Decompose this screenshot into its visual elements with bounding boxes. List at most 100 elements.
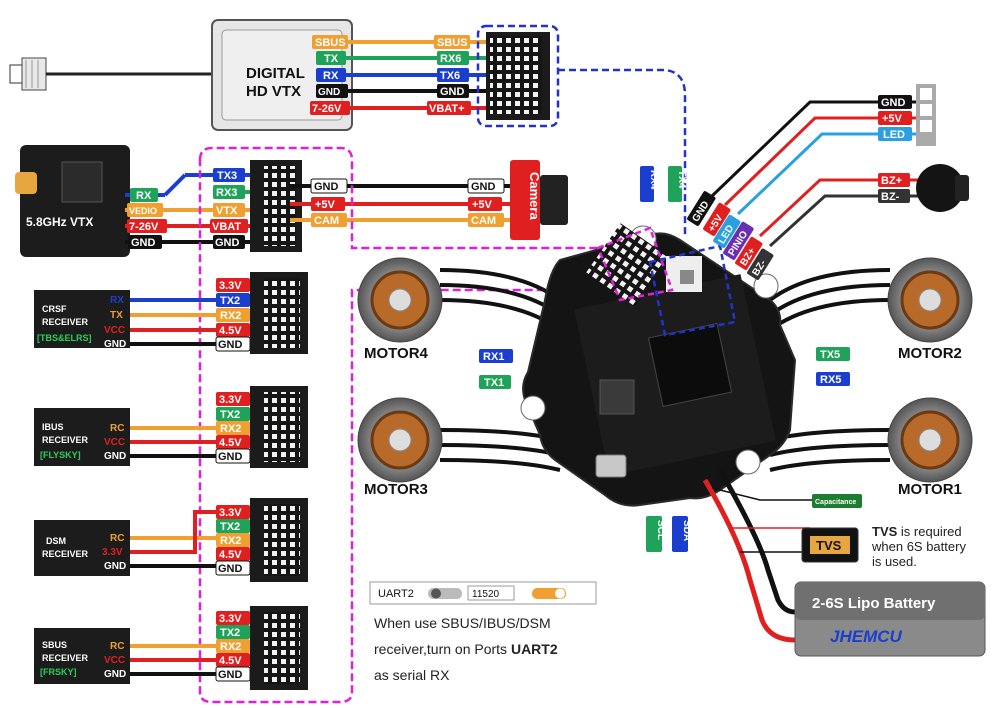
fc-diag-pads: GND +5V LED PINIO BZ+ BZ- (687, 191, 774, 280)
rx1-gnd: GND (218, 339, 243, 351)
uart2-note-line2-pre: receiver,turn on Ports (374, 641, 511, 657)
analog-vtx: 5.8GHz VTX (15, 145, 130, 257)
rx1-pin-vcc: VCC (104, 325, 125, 336)
receiver-crsf: CRSF RECEIVER [TBS&ELRS] (34, 290, 130, 348)
rx4-tag: [FRSKY] (40, 667, 77, 677)
tvs-note-line3: is used. (872, 554, 917, 569)
motor3-label: MOTOR3 (364, 481, 428, 498)
pin-vbat: VBAT+ (429, 103, 465, 115)
receiver-dsm-wires: RC 3.3V GND 3.3V TX2 RX2 4.5V GND (102, 505, 260, 576)
rx3-padgrid (264, 504, 300, 576)
rx3-45v: 4.5V (219, 549, 242, 561)
rx2-padgrid (264, 392, 300, 462)
pin-gnd: GND (318, 87, 340, 98)
avtx-gnd-fc: GND (215, 237, 240, 249)
rx1-padgrid (264, 278, 300, 348)
tvs-note-line1: TVS is required (872, 524, 966, 539)
rx2-45v: 4.5V (219, 437, 242, 449)
digital-vtx-wires (330, 40, 500, 110)
rx2-name1: IBUS (42, 422, 64, 432)
rx3-pin-rc: RC (110, 533, 124, 544)
rx1-tag: [TBS&ELRS] (37, 333, 92, 343)
buzzer: BZ+ BZ- (878, 164, 969, 212)
rx3-tx2: TX2 (220, 521, 240, 533)
bz-minus: BZ- (881, 191, 900, 203)
pad-rx1: RX1 (483, 351, 504, 363)
rx2-name2: RECEIVER (42, 435, 89, 445)
uart2-toggle-box: UART2 11520 (369, 581, 597, 605)
rx2-rx2: RX2 (220, 423, 241, 435)
rx1-tx2: TX2 (220, 295, 240, 307)
rx4-3v3: 3.3V (219, 613, 242, 625)
led-5v: +5V (882, 113, 903, 125)
rx1-45v: 4.5V (219, 325, 242, 337)
cam-gnd-fc: GND (314, 181, 339, 193)
camera: Camera (510, 160, 568, 240)
rx4-gnd: GND (218, 669, 243, 681)
cam-5v: +5V (472, 199, 493, 211)
motor-4 (357, 257, 443, 343)
rx2-gnd: GND (218, 451, 243, 463)
cam-cam-fc: CAM (314, 215, 339, 227)
uart6-dashed-link (558, 68, 687, 235)
avtx-vin: 7-26V (129, 221, 159, 233)
capacitance (812, 494, 862, 508)
rx4-name1: SBUS (42, 640, 67, 650)
pad-tx1: TX1 (484, 377, 504, 389)
pin-sbus: SBUS (315, 37, 346, 49)
uart2-value: 11520 (472, 589, 500, 600)
pin-tx: TX (324, 53, 339, 65)
rx3-3v3: 3.3V (219, 507, 242, 519)
motor-2 (887, 257, 973, 343)
digital-vtx-connector (476, 24, 560, 128)
uart2-note: When use SBUS/IBUS/DSM receiver,turn on … (374, 610, 558, 688)
rx1-rx2: RX2 (220, 310, 241, 322)
digital-vtx-labels-left: SBUS TX RX GND 7-26V (310, 35, 350, 115)
receiver-sbus-wires: RC VCC GND 3.3V TX2 RX2 4.5V GND (104, 611, 260, 682)
led-led: LED (883, 129, 905, 141)
rx3-rx2: RX2 (220, 535, 241, 547)
rx2-tx2: TX2 (220, 409, 240, 421)
receiver-ibus-wires: RC VCC GND 3.3V TX2 RX2 4.5V GND (104, 392, 260, 464)
pad-tx5: TX5 (820, 349, 840, 361)
rx2-3v3: 3.3V (219, 394, 242, 406)
rx1-pin-gnd: GND (104, 339, 126, 350)
pin-tx6: TX6 (440, 70, 460, 82)
pad-rx4: RX4 (648, 170, 659, 190)
receiver-dsm: DSM RECEIVER (34, 520, 130, 576)
cam-gnd: GND (471, 181, 496, 193)
avtx-gnd: GND (131, 237, 156, 249)
rx3-pin-gnd: GND (104, 561, 126, 572)
tvs-note-bold: TVS (872, 524, 898, 539)
avtx-video: VEDIO (129, 206, 157, 216)
rx2-pin-vcc: VCC (104, 437, 125, 448)
battery-brand: JHEMCU (830, 627, 903, 646)
receiver-sbus: SBUS RECEIVER [FRSKY] (34, 628, 130, 684)
rx4-name2: RECEIVER (42, 653, 89, 663)
fc-uart-highlight (596, 226, 674, 302)
tvs-note: TVS is required when 6S battery is used. (872, 524, 966, 569)
rx1-3v3: 3.3V (219, 280, 242, 292)
receiver-crsf-wires: RX TX VCC GND 3.3V TX2 RX2 4.5V GND (104, 278, 260, 352)
tvs-note-rest: is required (897, 524, 962, 539)
pin-rx6: RX6 (440, 53, 461, 65)
rx4-pin-gnd: GND (104, 669, 126, 680)
camera-labels: GND +5V CAM GND +5V CAM (310, 178, 505, 227)
pin-gnd-fc: GND (440, 86, 465, 98)
pin-rx: RX (323, 70, 339, 82)
rx1-name1: CRSF (42, 304, 67, 314)
uart2-note-line3: as serial RX (374, 667, 450, 683)
motor2-label: MOTOR2 (898, 345, 962, 362)
tvs-diode: TVS (730, 527, 859, 563)
motor-1 (887, 397, 973, 483)
rx3-name2: RECEIVER (42, 549, 89, 559)
avtx-rx: RX (136, 190, 152, 202)
fc-vtx-highlight (648, 244, 737, 337)
analog-vtx-title: 5.8GHz VTX (26, 215, 93, 229)
digital-vtx-labels-right: SBUS RX6 TX6 GND VBAT+ (427, 35, 471, 115)
rx2-tag: [FLYSKY] (40, 450, 81, 460)
rx3-name1: DSM (46, 536, 66, 546)
pin-vin: 7-26V (312, 103, 342, 115)
uart2-note-line2: receiver,turn on Ports UART2 (374, 636, 558, 662)
